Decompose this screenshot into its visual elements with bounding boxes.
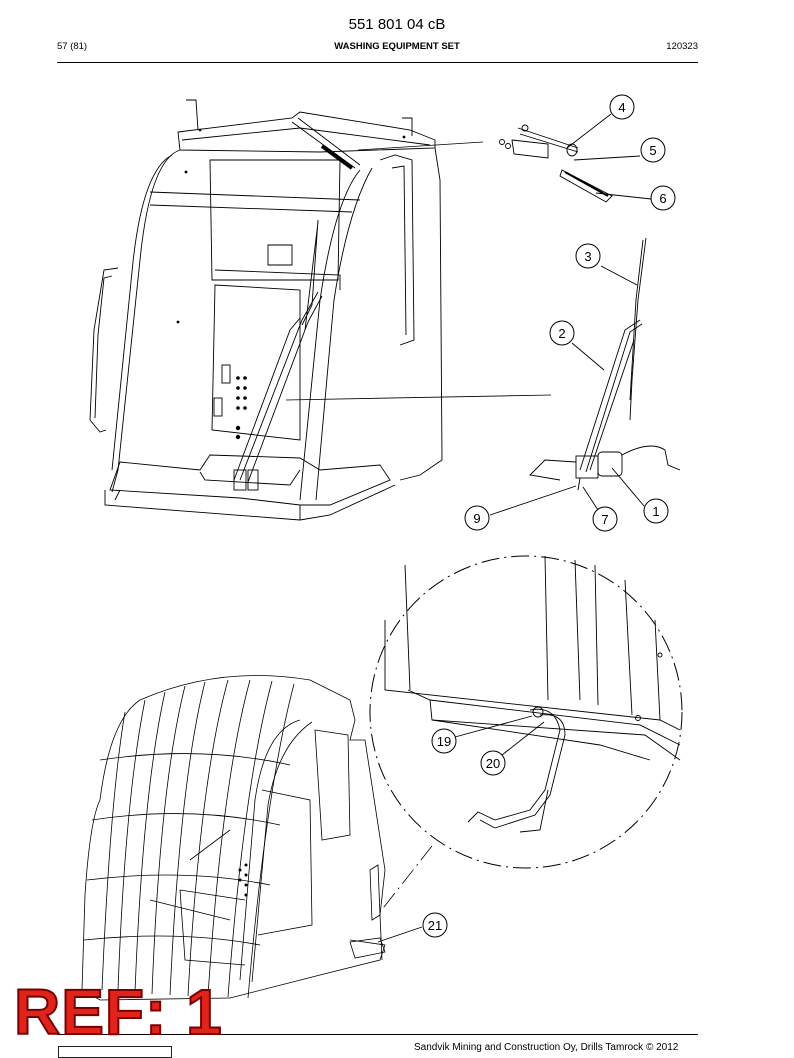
front-wiper-assembly bbox=[529, 237, 681, 491]
footer-rule bbox=[57, 1034, 698, 1035]
callout-21-label: 21 bbox=[428, 918, 442, 933]
ref-stamp: REF: 1 bbox=[13, 976, 223, 1048]
callout-7: 7 bbox=[592, 506, 618, 532]
header-rule bbox=[57, 62, 698, 63]
document-number: 551 801 04 cB bbox=[348, 16, 446, 33]
callout-19-label: 19 bbox=[437, 734, 451, 749]
page-number: 57 (81) bbox=[57, 41, 88, 52]
detail-circle bbox=[369, 555, 683, 913]
callout-group bbox=[454, 113, 652, 756]
callout-2-label: 2 bbox=[558, 326, 565, 341]
callout-20: 20 bbox=[480, 750, 506, 776]
drawing-code: 120323 bbox=[666, 41, 698, 52]
callout-6-label: 6 bbox=[659, 191, 666, 206]
callout-1-label: 1 bbox=[652, 504, 659, 519]
callout-9-label: 9 bbox=[473, 511, 480, 526]
footer-copyright: Sandvik Mining and Construction Oy, Dril… bbox=[414, 1042, 679, 1053]
detail-contents bbox=[384, 555, 681, 833]
top-wiper-assembly bbox=[499, 124, 613, 203]
callout-20-label: 20 bbox=[486, 756, 500, 771]
callout-5-label: 5 bbox=[649, 143, 656, 158]
callout-2: 2 bbox=[549, 320, 575, 346]
callout-4-label: 4 bbox=[618, 100, 625, 115]
leader-line-21 bbox=[377, 926, 423, 943]
callout-9: 9 bbox=[464, 505, 490, 531]
callout-21: 21 bbox=[422, 912, 448, 938]
callout-6: 6 bbox=[650, 185, 676, 211]
leader-lines bbox=[285, 141, 552, 401]
page-title: WASHING EQUIPMENT SET bbox=[334, 41, 460, 52]
callout-3-label: 3 bbox=[584, 249, 591, 264]
callout-7-label: 7 bbox=[601, 512, 608, 527]
callout-3: 3 bbox=[575, 243, 601, 269]
callout-19: 19 bbox=[431, 728, 457, 754]
callout-4: 4 bbox=[609, 94, 635, 120]
cab-frame-drawing bbox=[89, 99, 443, 521]
callout-5: 5 bbox=[640, 137, 666, 163]
callout-1: 1 bbox=[643, 498, 669, 524]
cab-with-guard-drawing bbox=[81, 675, 386, 1001]
